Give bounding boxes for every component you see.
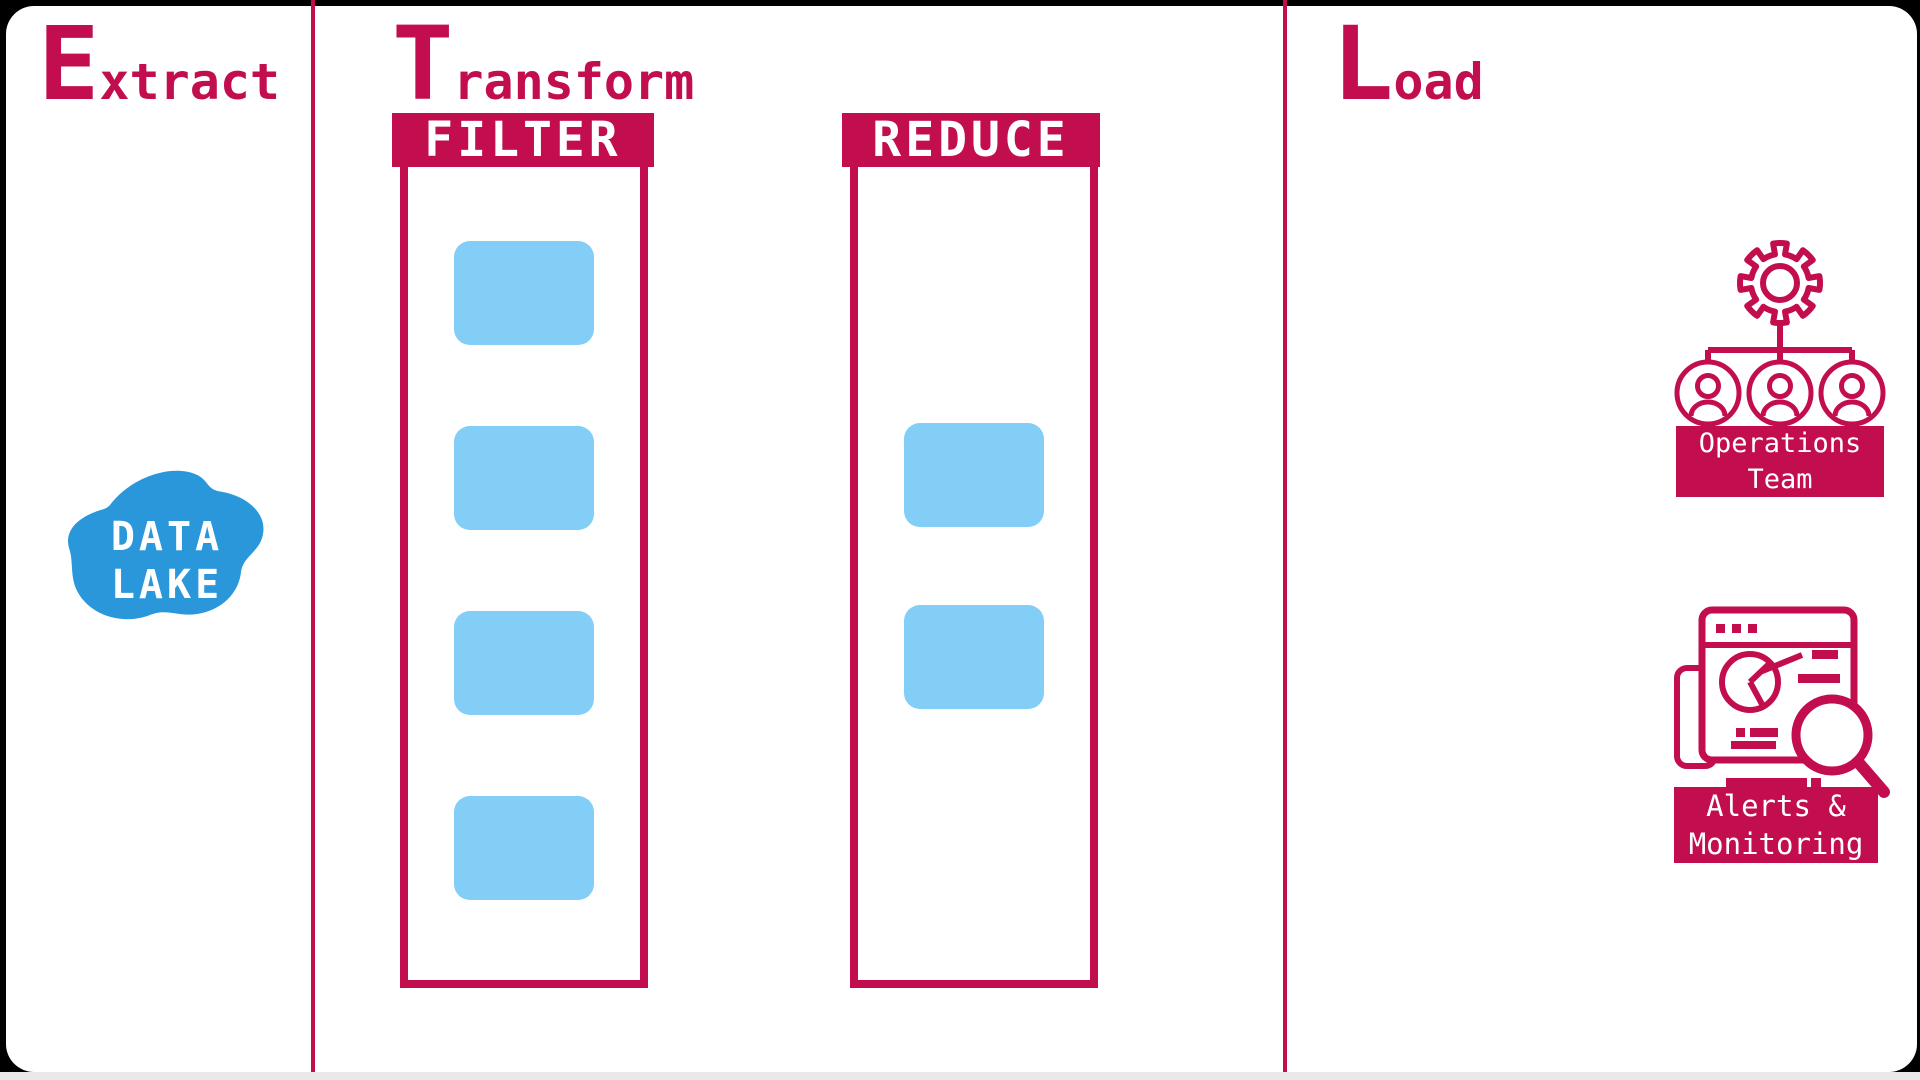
operations-team-label: Operations Team — [1676, 426, 1884, 497]
dashboard-text-bars — [1726, 650, 1840, 787]
bottom-edge-strip — [0, 1072, 1920, 1080]
team-member-icons — [1674, 359, 1886, 427]
reduce-column — [850, 167, 1098, 988]
person-icon — [1746, 359, 1814, 427]
operations-team-label-line2: Team — [1747, 463, 1813, 495]
filter-stage-header: FILTER — [392, 112, 654, 168]
extract-initial-letter: E — [38, 5, 100, 124]
person-icon — [1674, 359, 1742, 427]
dashboard-magnifier-icon — [1674, 606, 1890, 798]
alerts-monitoring-label-line2: Monitoring — [1688, 827, 1864, 861]
filter-chunk-list — [408, 167, 640, 900]
transform-initial-letter: T — [392, 5, 454, 124]
extract-transform-divider — [311, 0, 315, 1080]
reduce-stage-title: REDUCE — [872, 112, 1070, 168]
data-chunk — [454, 426, 594, 530]
reduce-chunk-list — [858, 167, 1090, 709]
operations-team-label-line1: Operations — [1698, 427, 1862, 459]
data-chunk — [454, 796, 594, 900]
data-chunk — [454, 611, 594, 715]
pie-chart-lines — [1747, 652, 1804, 708]
load-heading-rest: oad — [1393, 53, 1484, 111]
transform-load-divider — [1283, 0, 1287, 1080]
gear-icon — [1737, 240, 1823, 326]
gear-org-chart-icon — [1674, 240, 1886, 427]
data-chunk — [454, 241, 594, 345]
magnifier-handle — [1852, 756, 1890, 798]
data-lake-label-line1: DATA — [111, 514, 223, 560]
data-chunk — [904, 605, 1044, 709]
filter-stage-title: FILTER — [424, 112, 622, 168]
reduce-stage-header: REDUCE — [842, 112, 1100, 168]
alerts-monitoring-label-line1: Alerts & — [1706, 788, 1846, 823]
browser-titlebar-dots — [1716, 624, 1757, 633]
data-chunk — [904, 423, 1044, 527]
transform-heading-rest: ransform — [453, 53, 695, 111]
load-initial-letter: L — [1332, 5, 1394, 124]
person-icon — [1818, 359, 1886, 427]
org-chart-connectors — [1705, 323, 1855, 362]
pie-chart-icon — [1719, 651, 1781, 713]
extract-heading-rest: xtract — [99, 53, 281, 111]
data-lake-label-line2: LAKE — [111, 562, 223, 608]
magnifier-icon — [1791, 694, 1873, 776]
alerts-monitoring-label: Alerts & Monitoring — [1674, 787, 1878, 863]
filter-column — [400, 167, 648, 988]
gear-hub — [1760, 263, 1800, 303]
data-lake-blob-shape — [68, 470, 264, 620]
data-lake-blob-icon: DATA LAKE — [68, 470, 264, 620]
